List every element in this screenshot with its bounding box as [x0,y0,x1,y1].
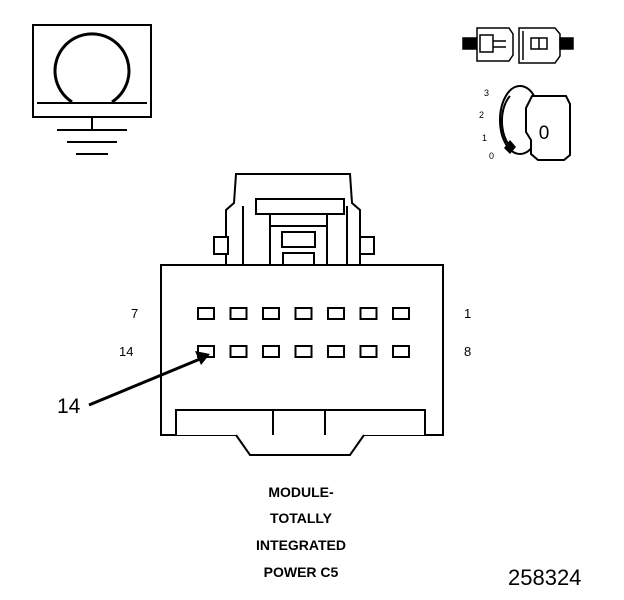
connector-cavity [359,307,378,320]
connector-cavity [229,307,248,320]
callout-arrow-icon [88,351,210,407]
ignition-position-2: 2 [479,110,484,120]
connector-cavity [197,307,215,320]
caption-line-3: INTEGRATED [256,537,346,553]
ignition-position-1: 1 [482,133,487,143]
caption-line-1: MODULE- [268,484,334,500]
ignition-position-3: 3 [484,88,489,98]
caption-line-2: TOTALLY [270,510,333,526]
connector-cavity [327,307,345,320]
connector-cavity [262,307,280,320]
pin-label-1: 1 [464,306,471,321]
connector-cavity [392,345,410,358]
connector-cavity [294,345,313,358]
callout-label: 14 [57,395,81,418]
connector-cavity [327,345,345,358]
connector-cavity [392,307,410,320]
connector-cavity [229,345,248,358]
caption-line-4: POWER C5 [264,564,339,580]
connector-cavity [262,345,280,358]
pin-label-7: 7 [131,306,138,321]
ignition-position-0: 0 [489,151,494,161]
ground-symbol-icon [32,24,152,155]
connector-cavity-row-bottom [197,345,410,358]
connector-cavity [294,307,313,320]
pin-label-8: 8 [464,344,471,359]
ignition-key-label: 0 [539,123,550,144]
connector-cavity [359,345,378,358]
pin-label-14: 14 [119,344,133,359]
ignition-key-icon: 3 2 1 0 0 [479,85,571,161]
figure-number: 258324 [508,565,581,590]
connector-cavity-row-top [197,307,410,320]
connector-terminal-icon [462,27,574,64]
